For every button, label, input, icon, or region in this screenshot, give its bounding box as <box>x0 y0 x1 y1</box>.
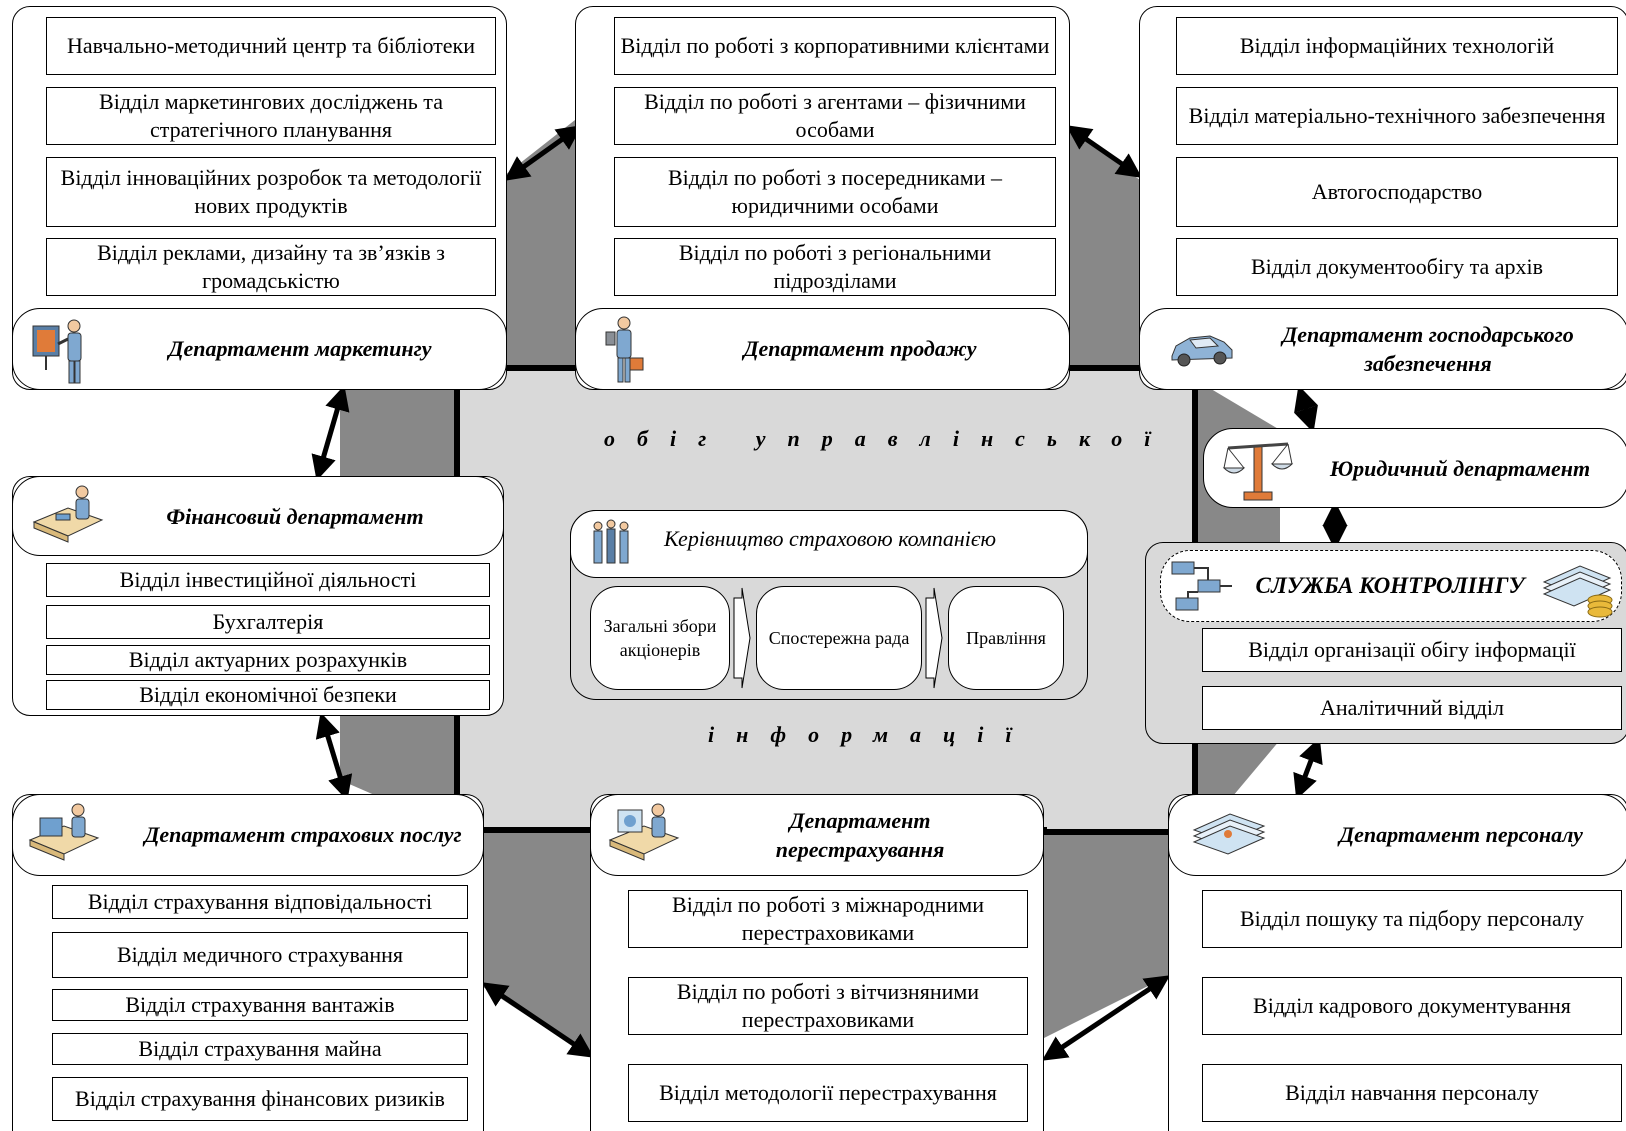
controlling-title: СЛУЖБА КОНТРОЛІНГУ <box>1255 572 1525 598</box>
documents-coins-icon <box>1542 565 1613 618</box>
network-icon <box>1171 561 1232 611</box>
finance-unit-3[interactable]: Відділ актуарних розрахунків <box>46 645 490 675</box>
flow-label-bottom: інформації <box>708 722 1034 747</box>
legal-header[interactable] <box>1203 428 1626 508</box>
finance-title: Фінансовий департамент <box>166 503 424 529</box>
insurance-unit-4[interactable]: Відділ страхування майна <box>52 1033 468 1065</box>
finance-unit-1[interactable]: Відділ інвестиційної діяльності <box>46 563 490 597</box>
arrow-controlling-personnel <box>1293 737 1323 800</box>
sales-header[interactable] <box>575 308 1070 390</box>
flow-label-top: обіг управлінської <box>604 426 1173 451</box>
finance-header[interactable] <box>12 476 504 556</box>
economic-unit-4[interactable]: Відділ документообігу та архів <box>1176 238 1618 296</box>
personnel-unit-3[interactable]: Відділ навчання персоналу <box>1202 1064 1622 1122</box>
presenter-icon <box>32 319 82 384</box>
sales-unit-3[interactable]: Відділ по роботі з посередниками – юриди… <box>614 157 1056 227</box>
connector-sales-economic <box>1064 125 1140 368</box>
arrow-marketing-sales <box>503 125 583 181</box>
arrow-insurance-reinsurance <box>481 982 595 1058</box>
personnel-unit-2[interactable]: Відділ кадрового документування <box>1202 977 1622 1035</box>
sales-unit-1[interactable]: Відділ по роботі з корпоративними клієнт… <box>614 17 1056 75</box>
arrow-shape-2 <box>925 587 943 689</box>
arrow-shape-1 <box>733 587 751 689</box>
finance-unit-2[interactable]: Бухгалтерія <box>46 605 490 639</box>
marketing-unit-3[interactable]: Відділ інноваційних розробок та методоло… <box>46 157 496 227</box>
controlling-unit-1[interactable]: Відділ організації обігу інформації <box>1202 628 1622 672</box>
management-header[interactable] <box>570 510 1088 578</box>
economic-unit-3[interactable]: Автогосподарство <box>1176 157 1618 227</box>
shareholders-meeting[interactable]: Загальні збори акціонерів <box>590 586 730 690</box>
sales-unit-4[interactable]: Відділ по роботі з регіональними підрозд… <box>614 238 1056 296</box>
marketing-unit-2[interactable]: Відділ маркетингових досліджень та страт… <box>46 87 496 145</box>
arrow-marketing-finance <box>311 385 350 481</box>
reinsurance-unit-2[interactable]: Відділ по роботі з вітчизняними перестра… <box>628 977 1028 1035</box>
reinsurance-worker-icon <box>608 803 680 861</box>
legal-title: Юридичний департамент <box>1329 455 1591 481</box>
connector-left-top <box>340 380 455 480</box>
scales-icon <box>1222 442 1294 501</box>
arrow-finance-insurance <box>315 712 353 801</box>
insurance-unit-1[interactable]: Відділ страхування відповідальності <box>52 885 468 919</box>
marketing-title: Департамент маркетингу <box>168 335 432 361</box>
reinsurance-unit-1[interactable]: Відділ по роботі з міжнародними перестра… <box>628 890 1028 948</box>
businessman-icon <box>605 316 644 383</box>
controlling-header[interactable] <box>1160 550 1622 622</box>
personnel-title: Департамент персоналу <box>1339 821 1583 847</box>
marketing-unit-4[interactable]: Відділ реклами, дизайну та зв’язків з гр… <box>46 238 496 296</box>
car-icon <box>1171 335 1233 367</box>
reinsurance-unit-3[interactable]: Відділ методології перестрахування <box>628 1064 1028 1122</box>
connector-marketing-sales <box>505 120 575 368</box>
reinsurance-header[interactable] <box>590 794 1044 876</box>
personnel-unit-1[interactable]: Відділ пошуку та підбору персоналу <box>1202 890 1622 948</box>
executives-icon <box>593 519 629 564</box>
insurance-unit-2[interactable]: Відділ медичного страхування <box>52 932 468 978</box>
marketing-header[interactable] <box>12 308 507 390</box>
arrow-sales-economic <box>1065 125 1143 178</box>
computer-worker-icon <box>28 803 100 861</box>
marketing-unit-1[interactable]: Навчально-методичний центр та бібліотеки <box>46 17 496 75</box>
connector-bottom-left <box>480 830 595 1060</box>
arrow-reinsurance-personnel <box>1041 975 1171 1061</box>
id-cards-icon <box>1192 813 1266 855</box>
board[interactable]: Правління <box>948 586 1064 690</box>
finance-unit-4[interactable]: Відділ економічної безпеки <box>46 680 490 710</box>
sales-title: Департамент продажу <box>743 335 977 361</box>
economic-unit-2[interactable]: Відділ матеріально-технічного забезпечен… <box>1176 87 1618 145</box>
supervisory-board[interactable]: Спостережна рада <box>756 586 922 690</box>
arrow-economic-legal <box>1294 385 1318 433</box>
management-title: Керівництво страховою компанією <box>664 526 996 551</box>
economic-title: Департамент господарського забезпечення <box>1282 322 1574 376</box>
insurance-unit-5[interactable]: Відділ страхування фінансових ризиків <box>52 1077 468 1121</box>
sales-unit-2[interactable]: Відділ по роботі з агентами – фізичними … <box>614 87 1056 145</box>
insurance-unit-3[interactable]: Відділ страхування вантажів <box>52 989 468 1021</box>
reinsurance-title: Департамент перестрахування <box>775 808 945 862</box>
insurance-title: Департамент страхових послуг <box>144 821 462 847</box>
controlling-unit-2[interactable]: Аналітичний відділ <box>1202 686 1622 730</box>
desk-worker-icon <box>32 485 104 543</box>
connector-bottom-right <box>1040 830 1170 1040</box>
economic-unit-1[interactable]: Відділ інформаційних технологій <box>1176 17 1618 75</box>
